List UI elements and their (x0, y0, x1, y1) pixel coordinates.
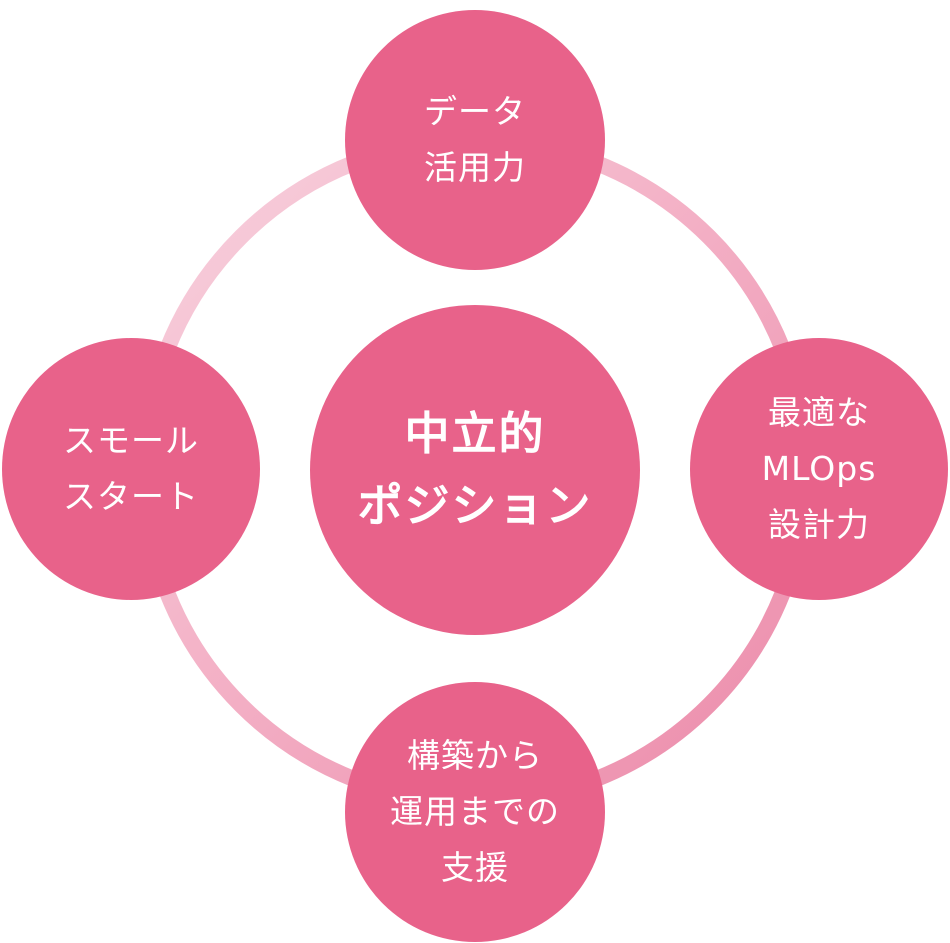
capability-node-build-to-operation-support: 構築から 運用までの 支援 (345, 682, 605, 942)
center-label-line: ポジション (357, 479, 593, 532)
node-label-line: 最適な (768, 393, 870, 432)
capability-node-mlops-design: 最適な MLOps 設計力 (690, 338, 948, 600)
node-label-line: スモール (63, 421, 199, 460)
node-label-line: 運用までの (390, 792, 560, 831)
node-label-line: 構築から (407, 736, 543, 775)
node-label-line: MLOps (761, 449, 877, 488)
node-label-line: 支援 (441, 848, 509, 887)
node-label-line: 設計力 (768, 505, 870, 544)
capability-node-data-utilization: データ 活用力 (345, 10, 605, 270)
node-label-line: 活用力 (424, 148, 526, 187)
node-label-line: スタート (63, 477, 199, 516)
capability-node-small-start: スモール スタート (2, 338, 260, 600)
node-label-line: データ (424, 92, 526, 131)
center-node-neutral-position: 中立的 ポジション (310, 305, 640, 635)
center-label-line: 中立的 (404, 407, 546, 460)
